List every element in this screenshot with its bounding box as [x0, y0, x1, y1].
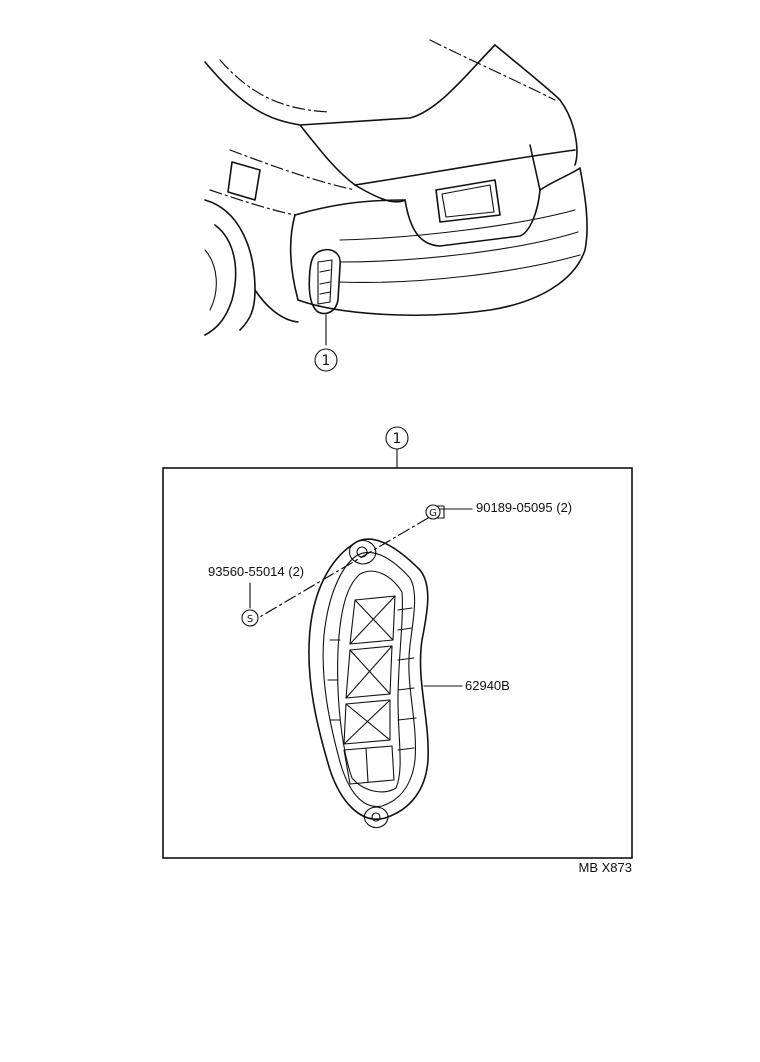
detail-frame: [162, 467, 633, 859]
callout-1-box: 1: [385, 426, 409, 469]
part-number-screw: 90189-05095 (2): [476, 500, 572, 515]
part-number-cover: 62940B: [465, 678, 510, 693]
screw-icon: G: [429, 508, 437, 519]
clip-icon: S: [247, 614, 253, 625]
car-rear-illustration: [204, 39, 588, 346]
callout-1-car: 1: [314, 348, 338, 372]
screw-part: G 90189-05095 (2): [425, 500, 572, 520]
part-number-clip: 93560-55014 (2): [208, 564, 304, 579]
clip-part: 93560-55014 (2) S: [208, 564, 304, 627]
tail-lamp-cover: [308, 538, 429, 829]
diagram-code: MB X873: [579, 860, 632, 875]
cover-label: 62940B: [423, 678, 510, 693]
callout-number: 1: [322, 353, 331, 369]
callout-number: 1: [393, 431, 402, 447]
